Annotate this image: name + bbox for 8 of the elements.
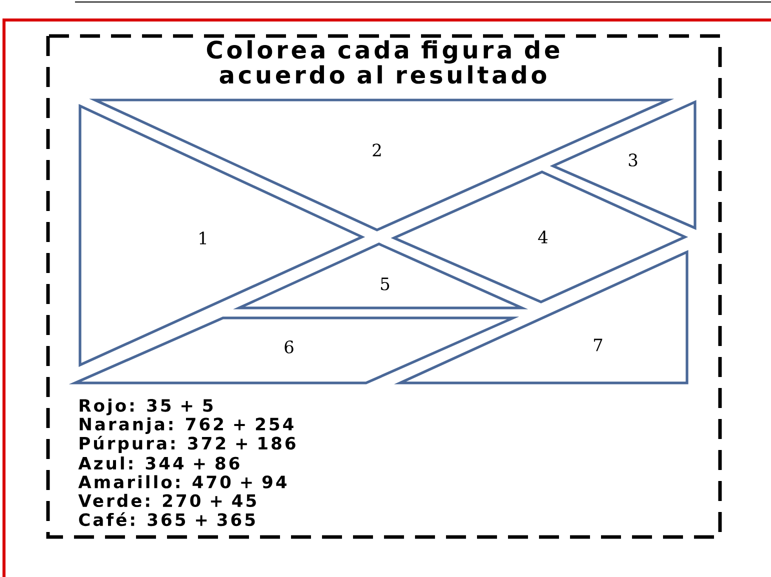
exercise-line: Rojo: 35 + 5: [80, 398, 213, 416]
exercise-line: Púrpura: 372 + 186: [80, 436, 296, 453]
exercise-line: Azul: 344 + 86: [78, 456, 240, 470]
exercise-line: Verde: 270 + 45: [78, 494, 256, 508]
exercise-line: Café: 365 + 365: [79, 512, 255, 526]
exercise-line: Amarillo: 470 + 94: [78, 475, 286, 488]
title: Colorea cada figura de acuerdo al resultado: [206, 40, 560, 84]
exercise-line: Naranja: 762 + 254: [80, 417, 294, 434]
